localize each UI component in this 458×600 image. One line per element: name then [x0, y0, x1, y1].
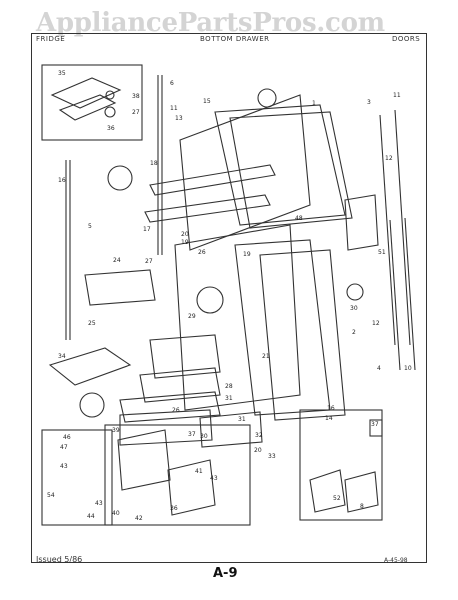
- svg-text:27: 27: [145, 258, 153, 265]
- svg-text:20: 20: [181, 231, 189, 238]
- svg-text:3: 3: [367, 99, 371, 106]
- svg-text:42: 42: [135, 515, 143, 522]
- cover-inset: [299, 409, 383, 521]
- svg-text:30: 30: [200, 433, 208, 440]
- issued-date: Issued 5/86: [36, 555, 83, 564]
- door-bin-1: [149, 334, 221, 379]
- svg-text:24: 24: [113, 257, 121, 264]
- svg-text:17: 17: [143, 226, 151, 233]
- svg-text:8: 8: [360, 503, 364, 510]
- page-number: A-9: [213, 566, 238, 581]
- svg-text:16: 16: [58, 177, 66, 184]
- svg-text:43: 43: [210, 475, 218, 482]
- svg-text:30: 30: [350, 305, 358, 312]
- svg-text:51: 51: [378, 249, 386, 256]
- svg-text:2: 2: [352, 329, 356, 336]
- egg-tray: [48, 347, 132, 386]
- svg-text:29: 29: [188, 313, 196, 320]
- fresh-food-liner: [174, 224, 301, 411]
- gasket-strip-3: [379, 114, 396, 346]
- detail-circle-28: [196, 286, 224, 314]
- hinge-inset-box: [41, 64, 143, 141]
- lower-hinge-inset: [41, 429, 113, 526]
- door-bin-2: [139, 367, 221, 403]
- svg-text:33: 33: [268, 453, 276, 460]
- svg-text:19: 19: [181, 239, 189, 246]
- svg-text:11: 11: [170, 105, 178, 112]
- svg-text:39: 39: [112, 427, 120, 434]
- svg-text:12: 12: [385, 155, 393, 162]
- svg-text:18: 18: [150, 160, 158, 167]
- svg-text:40: 40: [112, 510, 120, 517]
- svg-text:15: 15: [203, 98, 211, 105]
- dairy-door: [84, 269, 156, 306]
- svg-text:35: 35: [58, 70, 66, 77]
- diagram-code: A-45-98: [384, 557, 408, 564]
- fresh-food-outer: [234, 239, 331, 416]
- crisper-bin: [119, 409, 213, 446]
- freezer-door-liner: [179, 94, 311, 251]
- svg-text:31: 31: [225, 395, 233, 402]
- top-hinge: [50, 77, 122, 109]
- svg-text:37: 37: [371, 421, 379, 428]
- svg-text:43: 43: [60, 463, 68, 470]
- svg-text:28: 28: [225, 383, 233, 390]
- diagram-frame: [31, 33, 427, 563]
- svg-text:52: 52: [333, 495, 341, 502]
- svg-text:48: 48: [295, 215, 303, 222]
- svg-text:38: 38: [132, 93, 140, 100]
- svg-text:19: 19: [243, 251, 251, 258]
- svg-text:44: 44: [87, 513, 95, 520]
- svg-text:31: 31: [238, 416, 246, 423]
- handle-bracket: [344, 194, 379, 251]
- svg-text:20: 20: [254, 447, 262, 454]
- svg-text:5: 5: [88, 223, 92, 230]
- svg-text:34: 34: [58, 353, 66, 360]
- svg-text:47: 47: [60, 444, 68, 451]
- svg-text:6: 6: [170, 80, 174, 87]
- svg-text:36: 36: [170, 505, 178, 512]
- svg-text:4: 4: [377, 365, 381, 372]
- detail-circle-23: [79, 392, 105, 418]
- svg-text:1: 1: [312, 100, 316, 107]
- header-left: FRIDGE: [36, 35, 66, 43]
- svg-text:12: 12: [372, 320, 380, 327]
- svg-text:43: 43: [95, 500, 103, 507]
- svg-text:41: 41: [195, 468, 203, 475]
- svg-text:14: 14: [325, 415, 333, 422]
- svg-text:46: 46: [63, 434, 71, 441]
- hinge-bracket-inset: [104, 424, 251, 526]
- svg-text:54: 54: [47, 492, 55, 499]
- svg-text:10: 10: [404, 365, 412, 372]
- handle-knob: [346, 283, 364, 301]
- detail-circle-22: [107, 165, 133, 191]
- svg-text:25: 25: [88, 320, 96, 327]
- svg-text:32: 32: [255, 432, 263, 439]
- freezer-shelf-1: [149, 164, 276, 196]
- svg-text:26: 26: [198, 249, 206, 256]
- header-center: BOTTOM DRAWER: [200, 35, 270, 43]
- svg-text:36: 36: [107, 125, 115, 132]
- svg-text:26: 26: [172, 407, 180, 414]
- svg-text:11: 11: [393, 92, 401, 99]
- freezer-shelf-2: [144, 194, 271, 223]
- svg-text:13: 13: [175, 115, 183, 122]
- svg-text:16: 16: [327, 405, 335, 412]
- svg-text:37: 37: [188, 431, 196, 438]
- header-right: DOORS: [392, 35, 421, 43]
- svg-text:27: 27: [132, 109, 140, 116]
- cam-part: [257, 88, 277, 108]
- freezer-door-outer: [214, 104, 346, 226]
- svg-text:21: 21: [262, 353, 270, 360]
